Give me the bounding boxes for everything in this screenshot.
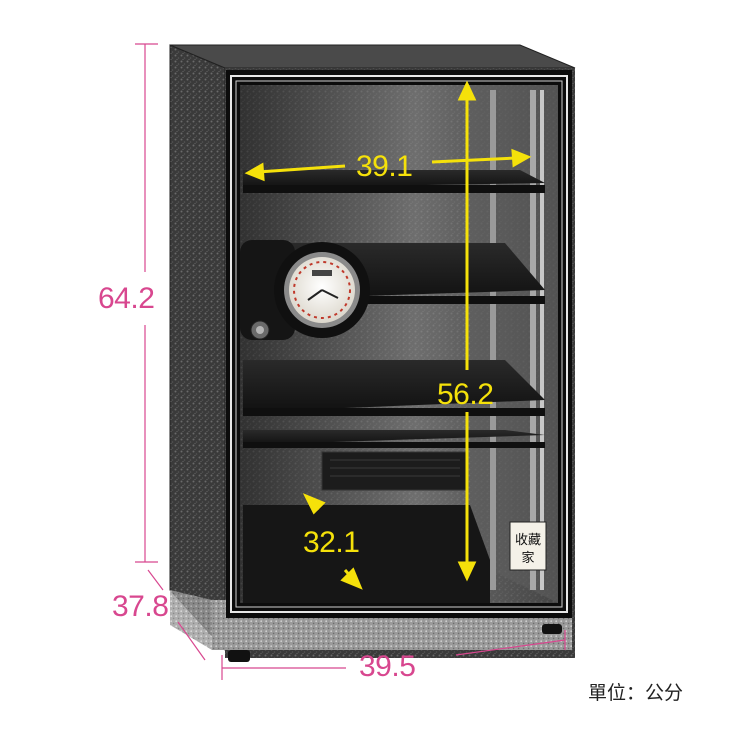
brand-badge: 收藏 家 bbox=[509, 521, 547, 571]
cabinet-foot-right bbox=[542, 624, 562, 634]
door-lock bbox=[250, 320, 270, 340]
shelf-3 bbox=[243, 360, 545, 416]
inner-width-label: 39.1 bbox=[356, 150, 413, 183]
cabinet-foot-left bbox=[228, 650, 250, 662]
cabinet-top-panel bbox=[169, 44, 576, 69]
shelf-1 bbox=[243, 170, 545, 193]
dehumidifier-module bbox=[321, 451, 469, 491]
shelf-bottom bbox=[243, 505, 490, 603]
cabinet-side-panel bbox=[169, 44, 226, 652]
door-trim bbox=[230, 75, 568, 613]
hygrometer-gauge bbox=[240, 240, 370, 340]
inner-height-label: 56.2 bbox=[437, 378, 494, 411]
shelf-rails bbox=[490, 90, 544, 590]
shelf-4 bbox=[243, 430, 545, 448]
svg-text:收藏: 收藏 bbox=[515, 533, 541, 548]
outer-dimension-lines bbox=[135, 43, 566, 680]
width-dimension-label: 39.5 bbox=[359, 650, 416, 683]
inner-depth-label: 32.1 bbox=[303, 526, 360, 559]
unit-note: 單位：公分 bbox=[588, 682, 684, 704]
inner-dimension-arrows bbox=[244, 80, 532, 590]
svg-text:家: 家 bbox=[521, 550, 534, 566]
depth-dimension-label: 37.8 bbox=[112, 590, 169, 623]
height-dimension-label: 64.2 bbox=[98, 282, 155, 315]
